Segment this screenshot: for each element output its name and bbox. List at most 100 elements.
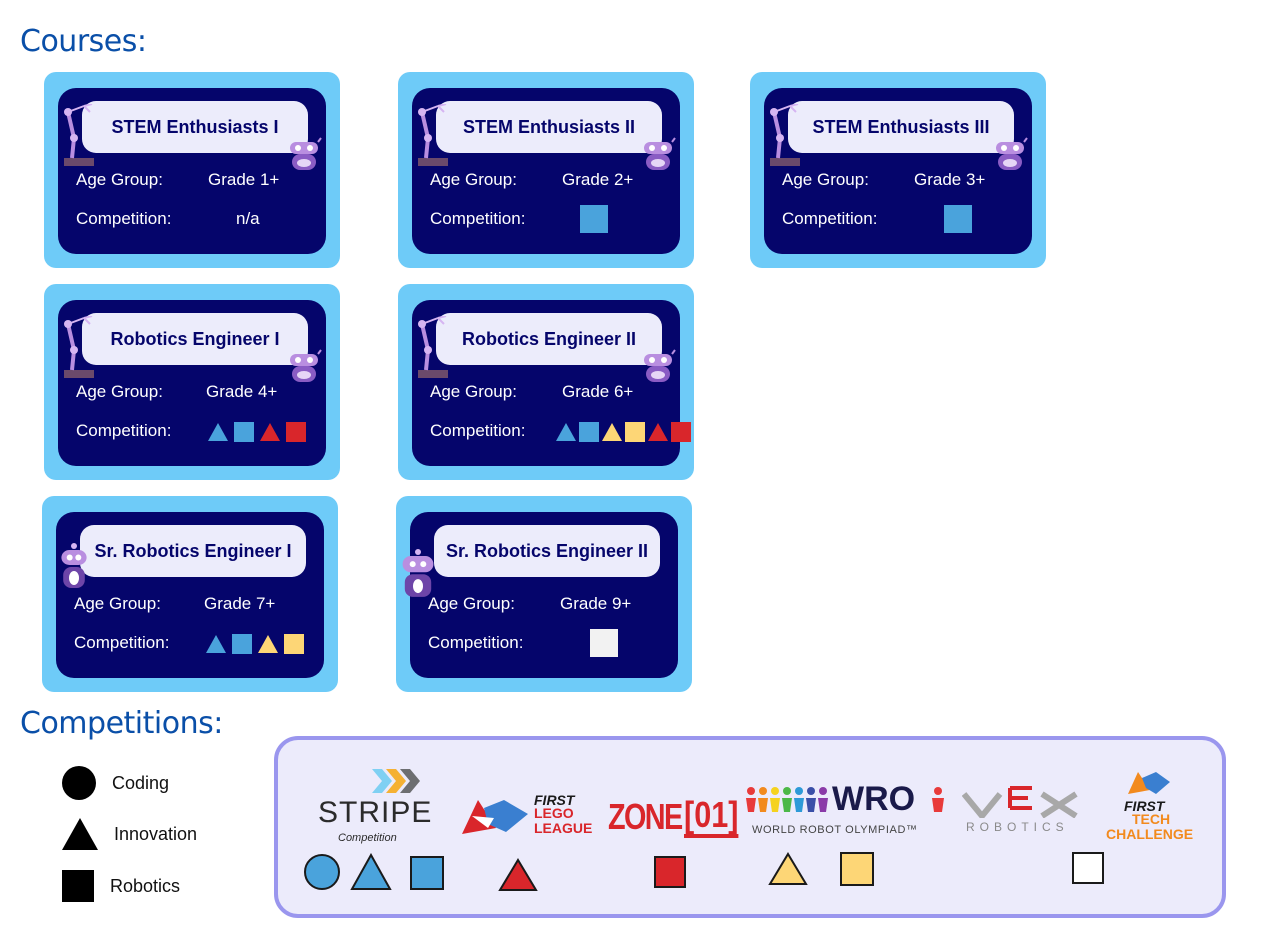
courses-heading: Courses:	[20, 24, 147, 59]
red-triangle-icon	[498, 858, 538, 891]
wro-subtitle: WORLD ROBOT OLYMPIAD™	[752, 824, 918, 836]
course-card[interactable]: STEM Enthusiasts II Age Group: Grade 2+ Com…	[398, 72, 694, 268]
legend-item-robotics: Robotics	[62, 870, 180, 902]
yellow-triangle-icon	[602, 423, 622, 441]
legend-label: Innovation	[114, 823, 198, 844]
competition-icons	[580, 205, 608, 233]
age-group-value: Grade 4+	[206, 382, 278, 401]
age-group-value: Grade 3+	[914, 170, 986, 189]
ftc-logo: FIRST TECH CHALLENGE	[1106, 768, 1202, 848]
course-card[interactable]: STEM Enthusiasts I Age Group: Grade 1+ Comp…	[44, 72, 340, 268]
zone-number: [01]	[684, 796, 739, 838]
age-group-label: Age Group:	[430, 170, 517, 189]
course-title: Sr. Robotics Engineer I	[80, 525, 306, 577]
fll-lego: LEGO	[534, 805, 574, 821]
competition-label: Competition:	[430, 209, 526, 228]
blue-triangle-icon	[206, 635, 226, 653]
competition-icons	[556, 422, 691, 442]
blue-square-icon	[580, 205, 608, 233]
ftc-first: FIRST	[1124, 798, 1165, 814]
course-card[interactable]: Sr. Robotics Engineer II Age Group: Grade …	[396, 496, 692, 692]
legend-item-coding: Coding	[62, 766, 169, 800]
legend-item-innovation: Innovation	[62, 818, 197, 850]
square-icon	[62, 870, 94, 902]
robot-arm-icon	[416, 103, 450, 168]
red-triangle-icon	[260, 423, 280, 441]
robot-arm-icon	[62, 103, 96, 168]
robot-arm-icon	[768, 103, 802, 168]
course-card-body: Sr. Robotics Engineer II Age Group: Grade …	[402, 512, 678, 678]
red-square-icon	[654, 856, 686, 888]
competition-icons	[944, 205, 972, 233]
yellow-triangle-icon	[258, 635, 278, 653]
stripe-wordmark: STRIPE	[318, 796, 433, 829]
competition-label: Competition:	[76, 421, 172, 440]
course-card-body: STEM Enthusiasts I Age Group: Grade 1+ Comp…	[58, 88, 326, 254]
triangle-icon	[62, 818, 98, 850]
robot-arm-icon	[416, 315, 450, 380]
competitions-heading: Competitions:	[20, 706, 223, 741]
age-group-label: Age Group:	[74, 594, 161, 613]
age-group-value: Grade 6+	[562, 382, 634, 401]
white-square-icon	[1072, 852, 1104, 884]
circle-icon	[62, 766, 96, 800]
first-arrow-icon	[1128, 772, 1170, 794]
robot-head-icon	[286, 348, 322, 384]
course-title: STEM Enthusiasts II	[436, 101, 662, 153]
competition-icons	[208, 422, 306, 442]
zone01-logo: ZONE [01]	[608, 796, 739, 844]
legend-label: Robotics	[110, 875, 181, 896]
yellow-square-icon	[284, 634, 304, 654]
blue-square-icon	[579, 422, 599, 442]
competitions-panel: STRIPE Competition FIRST LEGO LEAGUE ZON…	[274, 736, 1226, 918]
wro-logo: WRO WORLD ROBOT OLYMPIAD™	[746, 780, 952, 848]
age-group-value: Grade 1+	[208, 170, 280, 189]
fll-league: LEAGUE	[534, 820, 593, 836]
course-title: Robotics Engineer II	[436, 313, 662, 365]
ftc-challenge: CHALLENGE	[1106, 826, 1194, 842]
blue-square-icon	[232, 634, 252, 654]
course-title: STEM Enthusiasts I	[82, 101, 308, 153]
competition-icons	[206, 634, 304, 654]
vex-logo: ROBOTICS	[962, 786, 1086, 838]
competition-label: Competition:	[430, 421, 526, 440]
white-square-icon	[590, 629, 618, 657]
course-title: Sr. Robotics Engineer II	[434, 525, 660, 577]
yellow-square-icon	[625, 422, 645, 442]
blue-triangle-icon	[556, 423, 576, 441]
competition-label: Competition:	[76, 209, 172, 228]
vex-subtitle: ROBOTICS	[966, 820, 1069, 834]
competition-label: Competition:	[428, 633, 524, 652]
robot-icon	[396, 548, 440, 602]
robot-head-icon	[992, 136, 1028, 172]
first-arrow-icon	[462, 800, 528, 834]
stripe-subtitle: Competition	[338, 832, 397, 844]
age-group-value: Grade 9+	[560, 594, 632, 613]
blue-triangle-icon	[350, 853, 392, 890]
red-square-icon	[671, 422, 691, 442]
robot-head-icon	[640, 348, 676, 384]
age-group-value: Grade 2+	[562, 170, 634, 189]
blue-square-icon	[410, 856, 444, 890]
course-card-body: Robotics Engineer II Age Group: Grade 6+ Co…	[412, 300, 691, 466]
robot-head-icon	[286, 136, 322, 172]
course-card[interactable]: Robotics Engineer II Age Group: Grade 6+ Co…	[398, 284, 694, 480]
age-group-label: Age Group:	[428, 594, 515, 613]
fll-logo: FIRST LEGO LEAGUE	[458, 790, 598, 844]
wro-wordmark: WRO	[832, 780, 916, 818]
ftc-tech: TECH	[1132, 811, 1171, 827]
age-group-label: Age Group:	[76, 170, 163, 189]
age-group-label: Age Group:	[430, 382, 517, 401]
course-title: Robotics Engineer I	[82, 313, 308, 365]
robot-icon	[56, 542, 92, 592]
age-group-label: Age Group:	[782, 170, 869, 189]
red-square-icon	[286, 422, 306, 442]
legend-label: Coding	[112, 772, 170, 793]
blue-triangle-icon	[208, 423, 228, 441]
competition-label: Competition:	[782, 209, 878, 228]
competition-label: Competition:	[74, 633, 170, 652]
